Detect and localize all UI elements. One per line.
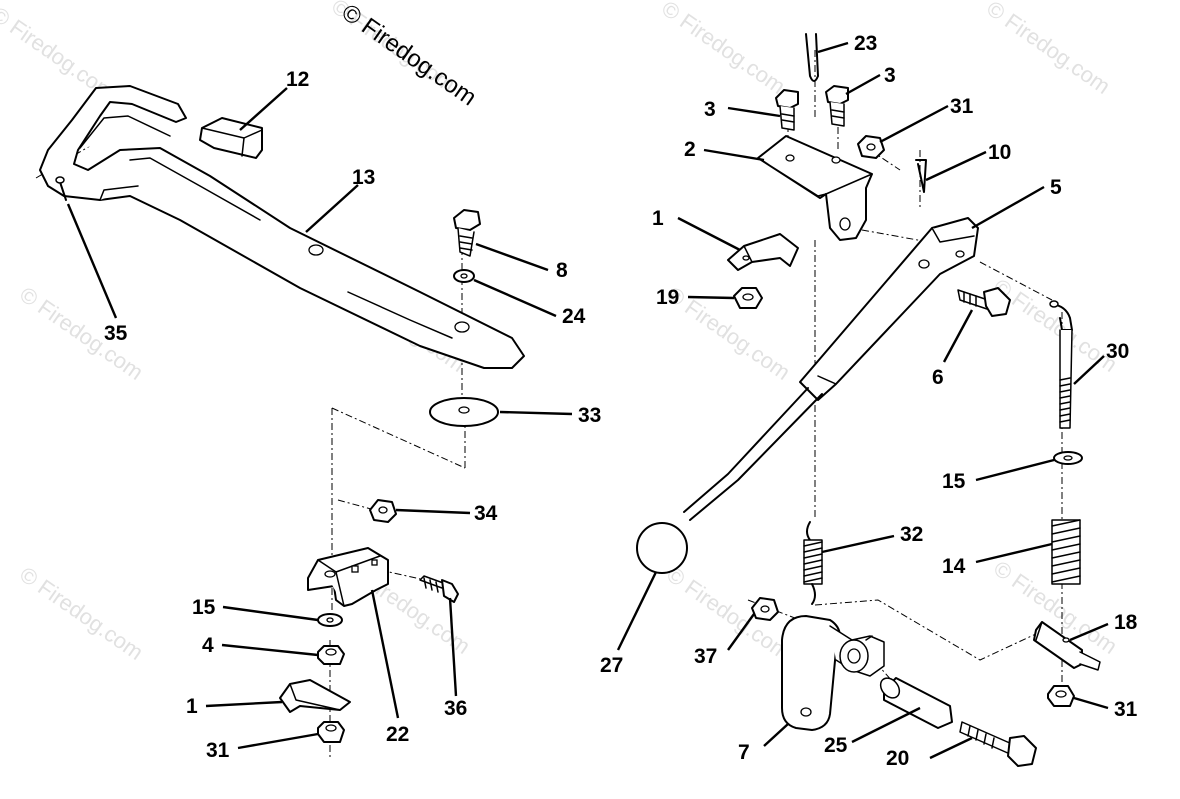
part-1-clip-left bbox=[279, 679, 351, 713]
callout-15-left: 15 bbox=[192, 596, 216, 619]
part-34-nut bbox=[369, 499, 397, 523]
part-2-bracket bbox=[757, 135, 873, 241]
watermark-faded: © Firedog.com bbox=[15, 562, 148, 665]
callout-31-top: 31 bbox=[950, 95, 974, 118]
part-27-knob bbox=[636, 522, 688, 574]
callout-22: 22 bbox=[386, 723, 409, 746]
part-19-nut bbox=[733, 287, 763, 309]
part-33-large-washer bbox=[429, 397, 499, 427]
callout-3-right: 3 bbox=[884, 64, 896, 87]
part-18-pivot-pin bbox=[1033, 621, 1101, 671]
part-13-lift-lever bbox=[39, 85, 525, 369]
callout-8: 8 bbox=[556, 259, 568, 282]
part-20-bolt bbox=[959, 721, 1037, 767]
part-3-bolt-right bbox=[825, 85, 849, 127]
part-24-washer bbox=[453, 269, 475, 283]
callout-labels: 12 13 35 8 24 33 34 15 4 1 31 22 36 23 3… bbox=[104, 32, 1138, 770]
callout-4: 4 bbox=[202, 634, 214, 657]
watermark-faded: © Firedog.com bbox=[657, 0, 790, 99]
watermark-main: © Firedog.com bbox=[337, 0, 482, 111]
callout-30: 30 bbox=[1106, 340, 1129, 363]
callout-37: 37 bbox=[694, 645, 717, 668]
part-12-grip bbox=[199, 117, 263, 159]
callout-23: 23 bbox=[854, 32, 877, 55]
callout-24: 24 bbox=[562, 305, 586, 328]
part-4-nut bbox=[317, 645, 345, 665]
part-14-spring bbox=[1051, 519, 1081, 585]
part-32-extension-spring bbox=[803, 521, 823, 605]
part-15-washer-left bbox=[317, 613, 343, 627]
callout-31-right: 31 bbox=[1114, 698, 1138, 721]
callout-25: 25 bbox=[824, 734, 848, 757]
part-37-nut bbox=[751, 597, 779, 621]
callout-15-right: 15 bbox=[942, 470, 966, 493]
callout-33: 33 bbox=[578, 404, 601, 427]
watermark-faded: © Firedog.com bbox=[982, 0, 1115, 99]
part-10-cotter-pin bbox=[915, 159, 927, 193]
callout-1-right: 1 bbox=[652, 207, 664, 230]
callout-36: 36 bbox=[444, 697, 467, 720]
watermark-faded: © Firedog.com bbox=[989, 274, 1122, 377]
callout-31-left: 31 bbox=[206, 739, 230, 762]
callout-5: 5 bbox=[1050, 176, 1062, 199]
callout-7: 7 bbox=[738, 741, 750, 764]
part-15-washer-right bbox=[1053, 451, 1083, 465]
callout-27: 27 bbox=[600, 654, 623, 677]
callout-14: 14 bbox=[942, 555, 966, 578]
part-22-bracket bbox=[307, 547, 389, 607]
part-6-bolt bbox=[957, 287, 1011, 317]
part-31-nut-top bbox=[857, 135, 885, 159]
callout-34: 34 bbox=[474, 502, 498, 525]
callout-18: 18 bbox=[1114, 611, 1138, 634]
callout-13: 13 bbox=[352, 166, 375, 189]
callout-2: 2 bbox=[684, 138, 696, 161]
callout-20: 20 bbox=[886, 747, 909, 770]
part-7-pivot-plate bbox=[781, 615, 885, 731]
part-30-eye-rod bbox=[1049, 300, 1073, 429]
callout-32: 32 bbox=[900, 523, 923, 546]
callout-35: 35 bbox=[104, 322, 128, 345]
part-31-nut-right bbox=[1047, 685, 1075, 707]
part-5-control-arm bbox=[683, 217, 979, 521]
part-8-bolt bbox=[453, 209, 481, 257]
watermark-faded: © Firedog.com bbox=[15, 282, 148, 385]
part-23-cotter-pin bbox=[805, 33, 819, 82]
part-1-clip-right bbox=[727, 233, 799, 271]
callout-12: 12 bbox=[286, 68, 309, 91]
callout-6: 6 bbox=[932, 366, 944, 389]
leader-lines bbox=[66, 41, 1109, 760]
part-3-bolt-left bbox=[775, 89, 799, 131]
part-31-nut-left bbox=[317, 721, 345, 743]
callout-19: 19 bbox=[656, 286, 679, 309]
callout-10: 10 bbox=[988, 141, 1011, 164]
callout-3-left: 3 bbox=[704, 98, 716, 121]
part-36-carriage-bolt bbox=[419, 575, 459, 603]
part-25-sleeve bbox=[879, 677, 953, 729]
callout-1-left: 1 bbox=[186, 695, 198, 718]
